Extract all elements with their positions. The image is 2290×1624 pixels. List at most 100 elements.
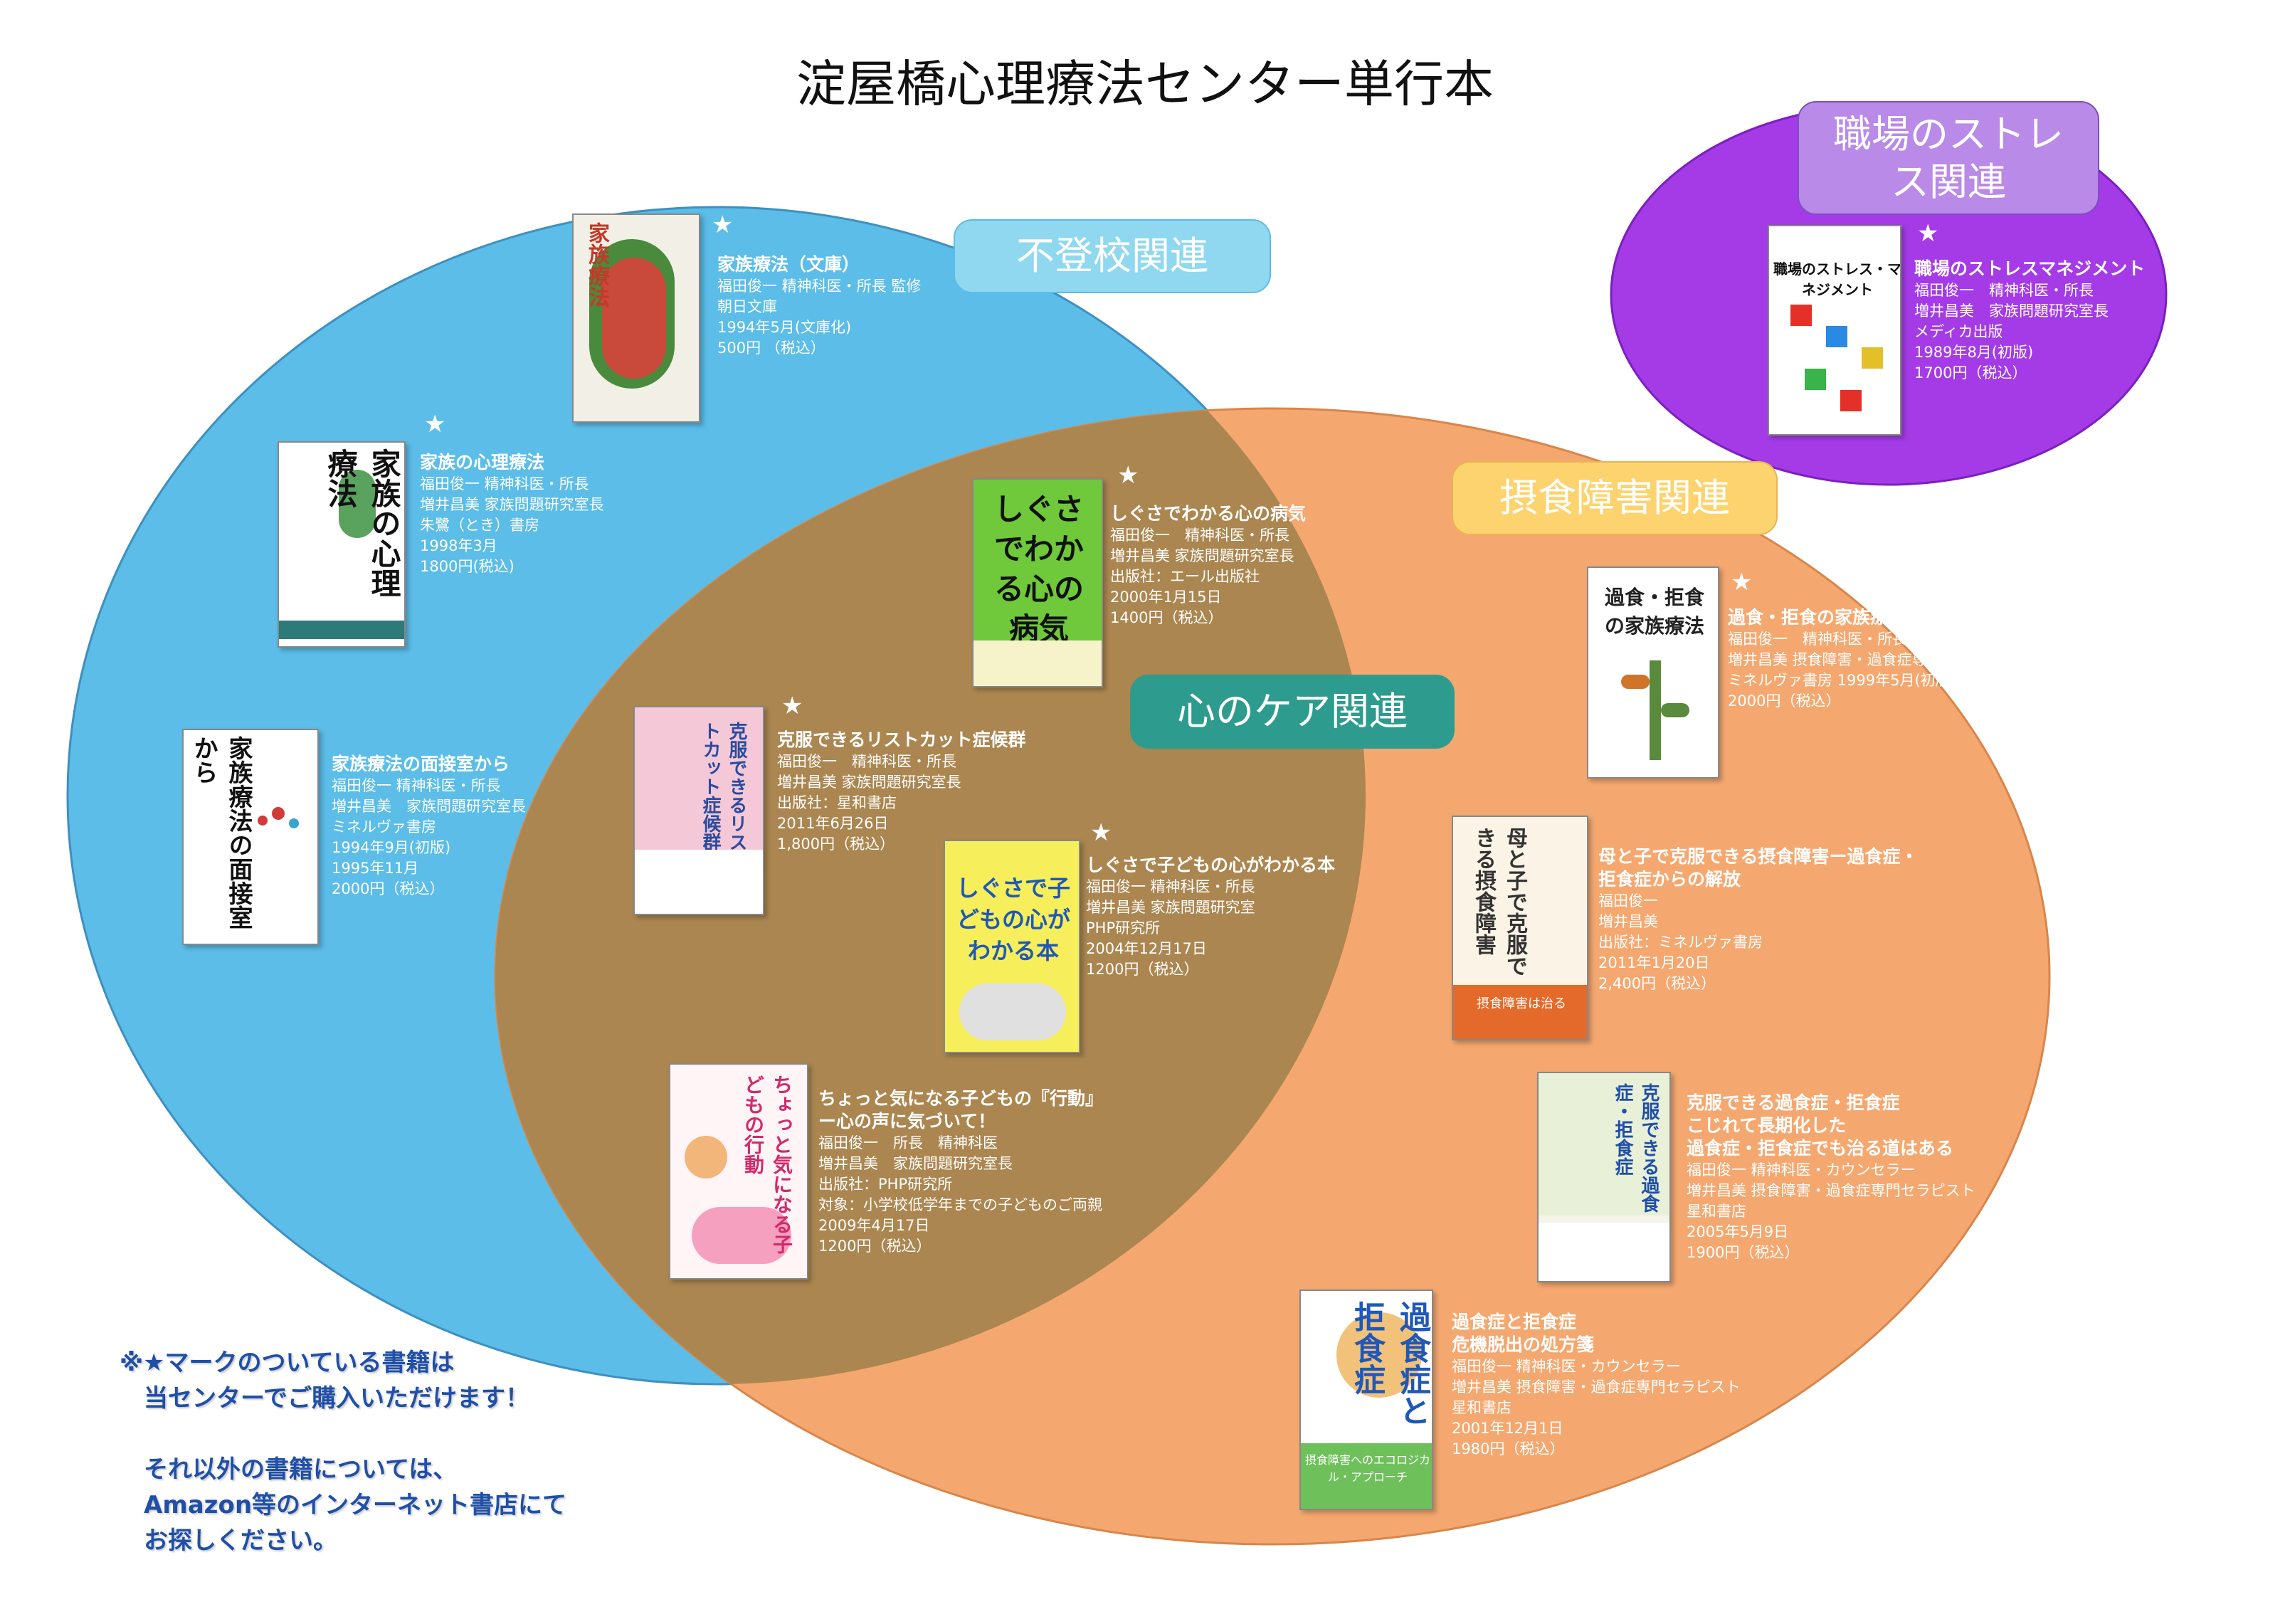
book-cover-kashoku-kazoku[interactable]: 過食・拒食の家族療法 — [1587, 566, 1719, 779]
book-line: ミネルヴァ書房 1999年5月(初版) — [1728, 672, 1956, 689]
book-line: 2005年5月9日 — [1687, 1223, 1789, 1240]
book-line: 増井昌美 家族問題研究室長 — [1914, 302, 2109, 320]
book-subtitle: 拒食症からの解放 — [1598, 869, 1741, 890]
book-title: 家族の心理療法 — [420, 452, 545, 473]
book-line: 1995年11月 — [332, 860, 419, 877]
book-line: 増井昌美 家族問題研究室長 — [818, 1155, 1013, 1172]
book-line: 福田俊一 精神科医・所長 — [777, 753, 956, 770]
book-line: メディカ出版 — [1914, 323, 2003, 340]
cover-title: 過食・拒食の家族療法 — [1604, 586, 1704, 638]
book-info-shigusa-kodomo: しぐさで子どもの心がわかる本 福田俊一 精神科医・所長 増井昌美 家族問題研究室… — [1086, 854, 1335, 980]
book-subtitle: 危機脱出の処方箋 — [1452, 1334, 1595, 1355]
kokoro-overlap — [495, 408, 1366, 1384]
star-icon: ★ — [1731, 568, 1753, 596]
book-title: しぐさで子どもの心がわかる本 — [1086, 855, 1336, 875]
book-line: 増井昌美 — [1598, 913, 1658, 930]
book-line: 1994年9月(初版) — [332, 839, 451, 856]
label-kokoro: 心のケア関連 — [1130, 675, 1455, 749]
star-icon: ★ — [1117, 461, 1139, 490]
cover-title: 克服できるリストカット症候群 — [700, 722, 747, 851]
book-line: 2011年1月20日 — [1598, 954, 1710, 971]
book-info-kazoku-bunko: 家族療法（文庫） 福田俊一 精神科医・所長 監修 朝日文庫 1994年5月(文庫… — [717, 253, 921, 359]
book-line: 500円 （税込） — [717, 339, 825, 357]
book-line: 福田俊一 精神科医・所長 — [1914, 282, 2094, 299]
book-line: 2000円（税込） — [1728, 692, 1841, 710]
book-line: 2001年12月1日 — [1452, 1420, 1563, 1437]
book-line: 福田俊一 精神科医・所長 — [420, 475, 589, 492]
book-info-mensetsu: 家族療法の面接室から 福田俊一 精神科医・所長 増井昌美 家族問題研究室長 ミネ… — [332, 753, 526, 900]
book-line: 増井昌美 摂食障害・過食症専門セラピスト — [1452, 1378, 1741, 1396]
book-line: 1400円（税込） — [1110, 609, 1223, 626]
book-cover-kokufuku-kashoku[interactable]: 克服できる過食症・拒食症 — [1537, 1072, 1671, 1282]
book-title: 克服できる過食症・拒食症 — [1687, 1092, 1900, 1113]
book-line: 1200円（税込） — [1086, 961, 1199, 978]
book-line: 2,400円（税込） — [1598, 975, 1716, 992]
book-line: 2000年1月15日 — [1110, 589, 1222, 606]
book-line: 2009年4月17日 — [818, 1217, 930, 1234]
book-line: 増井昌美 家族問題研究室 — [1086, 899, 1255, 916]
book-title: 過食・拒食の家族療法 — [1728, 607, 1906, 628]
book-cover-mensetsu[interactable]: 家族療法の面接室から — [182, 729, 319, 945]
book-line: 福田俊一 精神科医・所長 — [332, 777, 501, 794]
book-line: 朱鷺（とき）書房 — [420, 517, 539, 534]
book-cover-kashoku-kyoshoku[interactable]: 過食症と拒食症 摂食障害へのエコロジカル・アプローチ — [1299, 1290, 1433, 1510]
star-icon: ★ — [781, 692, 803, 720]
cover-title: 家族の心理療法 — [323, 448, 401, 598]
book-cover-kazoku-bunko[interactable]: 家族療法 — [572, 213, 700, 423]
book-title: ちょっと気になる子どもの『行動』 — [818, 1088, 1104, 1109]
cover-title: 家族療法の面接室から — [189, 736, 253, 929]
star-icon: ★ — [1917, 219, 1939, 248]
book-line: 1800円(税込) — [420, 558, 515, 575]
book-info-koudou: ちょっと気になる子どもの『行動』 ー心の声に気づいて！ 福田俊一 所長 精神科医… — [818, 1087, 1103, 1257]
star-icon: ★ — [424, 410, 446, 438]
book-cover-koudou[interactable]: ちょっと気になる子どもの行動 — [669, 1063, 808, 1280]
book-line: 星和書店 — [1452, 1399, 1511, 1416]
book-info-kokufuku-kashoku: 克服できる過食症・拒食症 こじれて長期化した 過食症・拒食症でも治る道はある 福… — [1687, 1092, 1975, 1263]
book-subtitle: ー心の声に気づいて！ — [818, 1111, 996, 1132]
book-cover-hahatoko[interactable]: 母と子で克服できる摂食障害 摂食障害は治る — [1452, 816, 1588, 1040]
book-title: 家族療法（文庫） — [717, 254, 860, 275]
book-cover-wristcut[interactable]: 克服できるリストカット症候群 — [633, 706, 764, 915]
book-line: 増井昌美 家族問題研究室長 — [332, 798, 526, 815]
book-cover-shigusa-byouki[interactable]: しぐさでわかる心の病気 — [972, 478, 1103, 687]
cover-title: しぐさで子どもの心がわかる本 — [956, 875, 1070, 964]
book-info-hahatoko: 母と子で克服できる摂食障害ー過食症・ 拒食症からの解放 福田俊一 増井昌美 出版… — [1598, 845, 1919, 994]
purchase-note: ※★マークのついている書籍は 当センターでご購入いただけます！ それ以外の書籍に… — [120, 1345, 566, 1559]
book-cover-stress[interactable]: 職場のストレス・マネジメント — [1768, 225, 1901, 436]
book-line: 増井昌美 家族問題研究室長 — [777, 774, 961, 791]
cover-band: 摂食障害へのエコロジカル・アプローチ — [1301, 1443, 1432, 1509]
book-line: 星和書店 — [1687, 1203, 1746, 1220]
book-title: 家族療法の面接室から — [332, 754, 510, 774]
page-title: 淀屋橋心理療法センター単行本 — [796, 55, 1494, 113]
book-line: 福田俊一 精神科医・所長 — [1110, 527, 1289, 544]
book-line: 福田俊一 — [1598, 892, 1658, 909]
cover-title: 職場のストレス・マネジメント — [1773, 260, 1901, 298]
book-cover-shigusa-kodomo[interactable]: しぐさで子どもの心がわかる本 — [944, 840, 1080, 1053]
book-title: 職場のストレスマネジメント — [1914, 258, 2146, 279]
book-info-stress: 職場のストレスマネジメント 福田俊一 精神科医・所長 増井昌美 家族問題研究室長… — [1914, 258, 2145, 384]
cover-title: ちょっと気になる子どもの行動 — [742, 1075, 793, 1254]
book-title: 過食症と拒食症 — [1452, 1312, 1577, 1332]
note-line: ※★マークのついている書籍は — [120, 1349, 455, 1377]
book-info-kashoku-kyoshoku: 過食症と拒食症 危機脱出の処方箋 福田俊一 精神科医・カウンセラー 増井昌美 摂… — [1452, 1311, 1741, 1460]
book-line: 出版社：エール出版社 — [1110, 568, 1260, 585]
note-line: お探しください。 — [144, 1527, 337, 1555]
book-info-kazoku-shinri: 家族の心理療法 福田俊一 精神科医・所長 増井昌美 家族問題研究室長 朱鷺（とき… — [420, 451, 604, 577]
book-line: PHP研究所 — [1086, 919, 1161, 937]
book-line: 増井昌美 摂食障害・過食症専門セラピスト — [1728, 651, 2017, 668]
star-icon: ★ — [712, 211, 734, 239]
label-futoukou: 不登校関連 — [954, 219, 1271, 293]
book-line: 1,800円（税込） — [777, 835, 895, 853]
note-line: それ以外の書籍については、 — [144, 1455, 458, 1484]
book-line: 福田俊一 精神科医・カウンセラー — [1452, 1358, 1681, 1375]
book-line: 福田俊一 精神科医・カウンセラー — [1687, 1161, 1916, 1179]
cover-title: しぐさでわかる心の病気 — [993, 492, 1084, 646]
book-line: 福田俊一 所長 精神科医 — [818, 1134, 998, 1151]
book-line: 出版社：PHP研究所 — [818, 1176, 953, 1193]
book-line: 2000円（税込） — [332, 880, 445, 897]
book-line: 出版社：星和書店 — [777, 794, 897, 811]
book-line: ミネルヴァ書房 — [332, 818, 436, 835]
book-line: 1200円（税込） — [818, 1238, 932, 1255]
star-icon: ★ — [1090, 818, 1112, 847]
book-cover-kazoku-shinri[interactable]: 家族の心理療法 — [278, 441, 406, 648]
